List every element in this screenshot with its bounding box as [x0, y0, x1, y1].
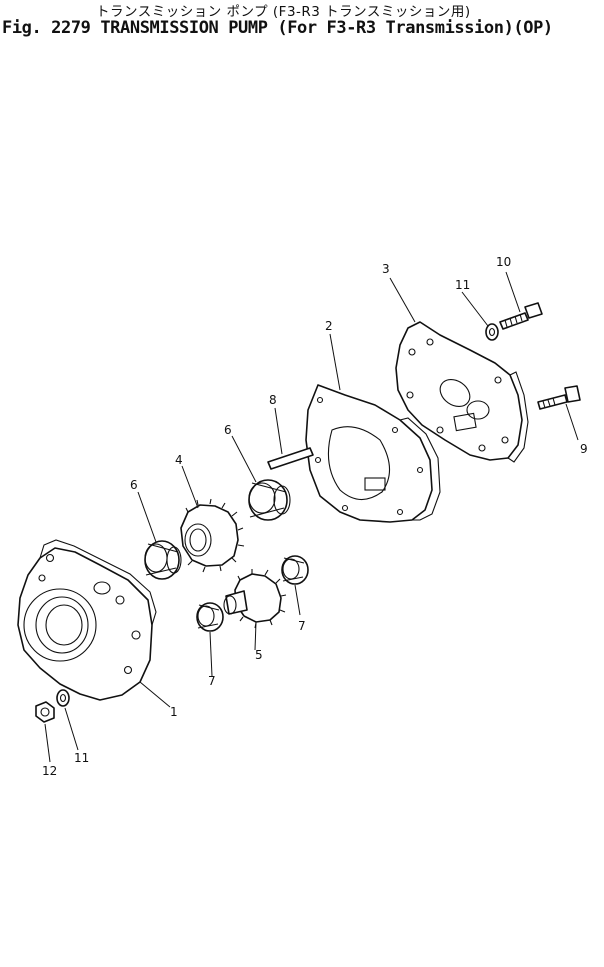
part-1-pump-body [17, 539, 157, 701]
part-11-washer-upper [485, 323, 499, 341]
figure-title-japanese: トランスミッション ポンプ (F3-R3 トランスミッション用) [96, 4, 471, 20]
callout-11-upper: 11 [455, 278, 470, 292]
callout-6-left: 6 [130, 478, 138, 492]
callout-1: 1 [170, 705, 178, 719]
leader-lines [44, 271, 579, 763]
callout-12: 12 [42, 764, 57, 778]
callout-7-left: 7 [208, 674, 216, 688]
part-11-washer-lower [56, 689, 70, 707]
part-2-gasket [305, 384, 441, 523]
part-5-driven-gear [223, 569, 287, 629]
callout-4: 4 [175, 453, 183, 467]
part-7-bearing-left [196, 602, 224, 632]
part-9-bolt [537, 385, 581, 410]
part-12-nut [35, 701, 55, 723]
part-4-drive-gear [180, 498, 245, 573]
callout-3: 3 [382, 262, 390, 276]
part-8-dowel-pin [267, 447, 314, 470]
part-6-bearing-right [248, 479, 291, 521]
callout-5: 5 [255, 648, 263, 662]
part-3-cover-plate [395, 321, 529, 463]
callout-7-right: 7 [298, 619, 306, 633]
part-6-bearing-left [144, 540, 182, 580]
figure-title: Fig. 2279 TRANSMISSION PUMP (For F3-R3 T… [2, 18, 553, 38]
callout-2: 2 [325, 319, 333, 333]
callout-6-right: 6 [224, 423, 232, 437]
callout-10: 10 [496, 255, 511, 269]
callout-labels: 3 11 10 2 8 6 9 4 6 7 5 7 1 11 12 [42, 255, 588, 778]
callout-8: 8 [269, 393, 277, 407]
callout-11-lower: 11 [74, 751, 89, 765]
part-10-bolt [499, 302, 543, 330]
callout-9: 9 [580, 442, 588, 456]
part-7-bearing-right [281, 555, 309, 585]
